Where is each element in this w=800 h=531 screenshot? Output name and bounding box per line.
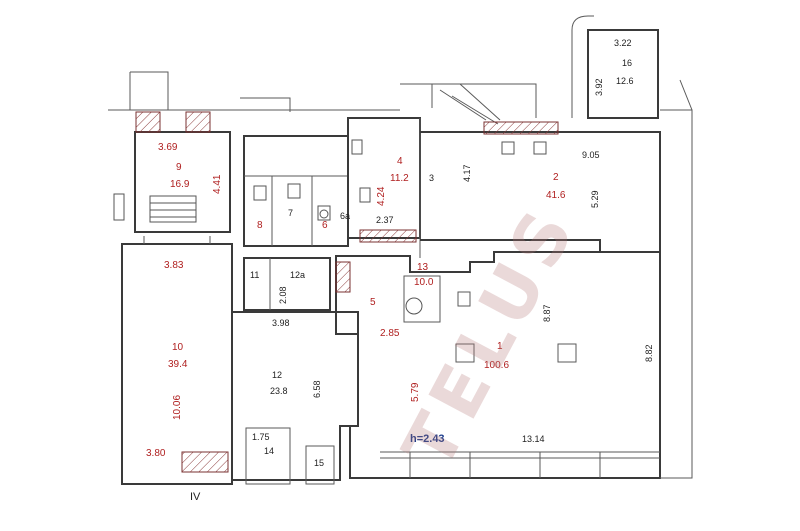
dimension-label: 6.58 [312,380,322,398]
room-area-12: 23.8 [270,386,288,396]
dimension-label: 3.83 [164,260,184,271]
dimension-label: 2.85 [380,328,400,339]
axis-label: IV [190,491,201,503]
dimension-label: 1.75 [252,432,270,442]
room-number-9: 9 [176,162,182,173]
room-number-8: 8 [257,220,263,231]
room-number-5: 5 [370,297,376,308]
dimension-label: 2.08 [278,286,288,304]
room-area-9: 16.9 [170,179,190,190]
room-area-2: 41.6 [546,190,566,201]
dimension-label: 9.05 [582,150,600,160]
dimension-label: 3.22 [614,38,632,48]
room-number-2: 2 [553,172,559,183]
dimension-label: 3.69 [158,142,178,153]
ceiling-height-label: h=2.43 [410,433,445,445]
dimension-label: 13.14 [522,434,545,444]
room-number-13: 13 [417,262,429,273]
room-area-16: 12.6 [616,76,634,86]
watermark: TELUS [387,191,593,481]
room-number-6: 6 [322,220,328,231]
dimension-label: 3.80 [146,448,166,459]
room-number-15: 15 [314,458,324,468]
hatched-areas [135,111,559,473]
dimension-label: 4.17 [462,164,472,182]
room-number-6a: 6a [340,211,350,221]
dimension-label: 4.41 [212,174,223,194]
room-number-10: 10 [172,342,184,353]
room-area-4: 11.2 [390,173,409,184]
dimension-label: 2.37 [376,215,394,225]
room-number-12a: 12a [290,270,305,280]
room-number-3: 3 [429,173,434,183]
dimension-label: 4.24 [376,186,387,206]
room-number-12: 12 [272,370,282,380]
room-number-7: 7 [288,208,293,218]
room-area-10: 39.4 [168,359,188,370]
dimension-label: 3.92 [594,78,604,96]
dimension-label: 8.82 [644,344,654,362]
room-number-1: 1 [497,341,503,352]
room-area-1: 100.6 [484,360,509,371]
walls [108,15,693,485]
dimension-labels: 3.22 3.92 3.69 4.41 9.05 5.29 4.17 4.24 … [146,38,654,459]
dimension-label: 3.98 [272,318,290,328]
room-number-4: 4 [397,156,403,167]
room-area-13: 10.0 [414,277,434,288]
dimension-label: 5.29 [590,190,600,208]
dimension-label: 10.06 [172,395,183,420]
room-number-16: 16 [622,58,632,68]
dimension-label: 8.87 [542,304,552,322]
room-labels: 1 100.6 2 41.6 3 4 11.2 5 6 6a 7 8 9 16.… [168,58,634,468]
room-number-14: 14 [264,446,274,456]
fixtures [113,139,547,315]
room-number-11: 11 [250,270,259,280]
dimension-label: 5.79 [410,382,421,402]
